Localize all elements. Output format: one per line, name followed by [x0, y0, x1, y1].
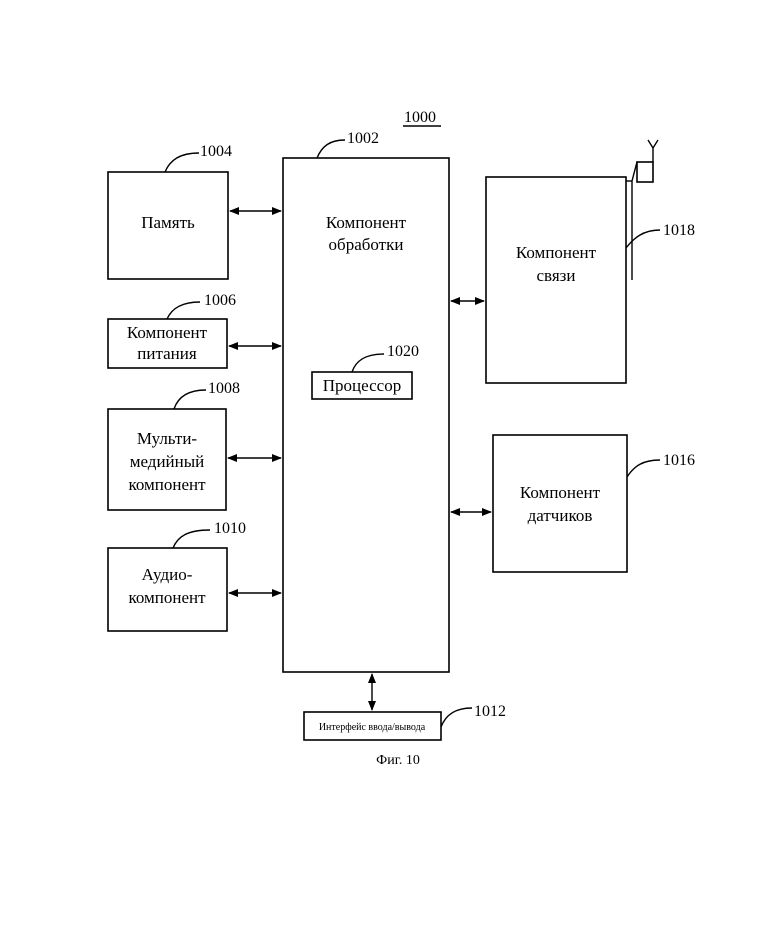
figure-caption: Фиг. 10: [376, 753, 420, 768]
memory-label: Память: [141, 213, 195, 232]
processing-ref: 1002: [347, 130, 379, 147]
io-leader: [441, 708, 472, 727]
audio-label-line2: компонент: [128, 588, 206, 607]
memory-component: Память 1004: [108, 143, 281, 279]
antenna-icon: [626, 140, 658, 280]
comm-label-line2: связи: [537, 266, 576, 285]
audio-leader: [173, 530, 210, 548]
multimedia-ref: 1008: [208, 380, 240, 397]
memory-ref: 1004: [200, 143, 232, 160]
audio-label-line1: Аудио-: [142, 565, 193, 584]
processing-label-line1: Компонент: [326, 213, 407, 232]
memory-leader: [165, 153, 199, 172]
multimedia-component: Мульти- медийный компонент 1008: [108, 380, 281, 510]
comm-ref: 1018: [663, 222, 695, 239]
comm-label-line1: Компонент: [516, 243, 597, 262]
processor-label: Процессор: [323, 376, 401, 395]
multimedia-label-line3: компонент: [128, 475, 206, 494]
comm-leader: [626, 230, 660, 248]
power-component: Компонент питания 1006: [108, 292, 281, 368]
power-label-line1: Компонент: [127, 323, 208, 342]
audio-component: Аудио- компонент 1010: [108, 520, 281, 631]
communication-component: Компонент связи 1018: [451, 140, 695, 383]
power-leader: [167, 302, 200, 319]
multimedia-leader: [174, 390, 206, 409]
sensor-component: Компонент датчиков 1016: [451, 435, 695, 572]
power-label-line2: питания: [137, 344, 197, 363]
sensor-leader: [627, 460, 660, 477]
power-ref: 1006: [204, 292, 236, 309]
sensor-ref: 1016: [663, 452, 695, 469]
processing-leader: [317, 140, 345, 158]
io-interface: Интерфейс ввода/вывода 1012: [304, 674, 506, 740]
sensor-box: [493, 435, 627, 572]
multimedia-label-line2: медийный: [130, 452, 205, 471]
processing-component: Компонент обработки 1002: [283, 130, 449, 672]
audio-ref: 1010: [214, 520, 246, 537]
io-ref: 1012: [474, 703, 506, 720]
diagram-ref-label: 1000: [404, 109, 436, 126]
processor-ref: 1020: [387, 343, 419, 360]
io-label: Интерфейс ввода/вывода: [319, 722, 426, 733]
sensor-label-line2: датчиков: [528, 506, 593, 525]
multimedia-label-line1: Мульти-: [137, 429, 198, 448]
sensor-label-line1: Компонент: [520, 483, 601, 502]
processing-label-line2: обработки: [329, 235, 404, 254]
